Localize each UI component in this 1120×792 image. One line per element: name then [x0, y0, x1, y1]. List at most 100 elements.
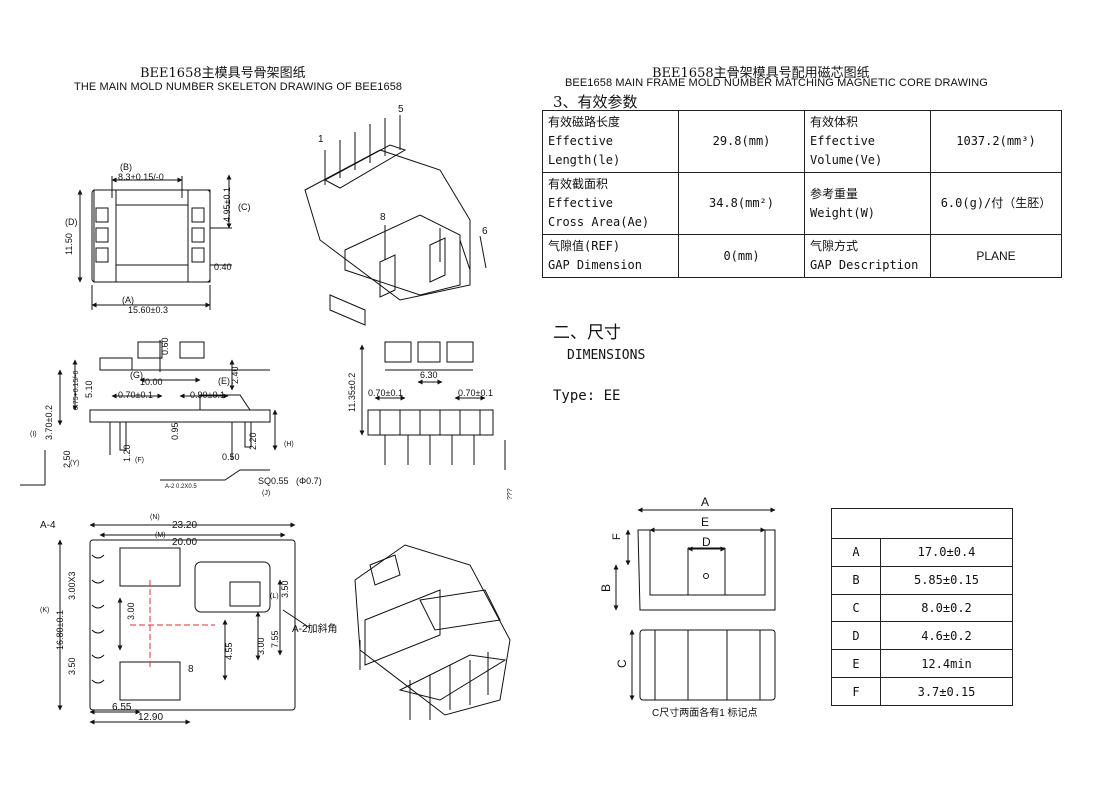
section-2-heading: 二、尺寸: [553, 323, 621, 343]
drawing-labels: (B) 8.3+0.15/-0 (D) 11.50 (C) 4.95±0.1 0…: [30, 104, 758, 723]
dim-label: (N): [150, 514, 160, 521]
dim-label: 10.00: [140, 377, 163, 387]
bobbin-front-view: [20, 340, 278, 486]
dim-label: (C): [238, 202, 251, 212]
dim-label: 2.40: [230, 366, 240, 384]
section-3-heading: 3、有效参数: [553, 93, 638, 111]
dim-label: (D): [65, 217, 78, 227]
dim-label: 0.90±0.1: [190, 390, 225, 400]
right-subtitle: BEE1658 MAIN FRAME MOLD NUMBER MATCHING …: [565, 77, 988, 89]
dim-label: 3.50: [280, 580, 290, 598]
dim-label: 11.50: [64, 233, 74, 255]
pin-label: 1: [318, 134, 324, 145]
bobbin-side-view: [359, 341, 506, 470]
left-title: BEE1658主模具号骨架图纸: [140, 66, 306, 81]
param-value: 1037.2(mm³): [930, 110, 1062, 173]
right-title: BEE1658主骨架模具号配用磁芯图纸: [652, 66, 870, 81]
dim-label: A-2加斜角: [292, 622, 338, 635]
dim-label: 0.70±0.1: [458, 388, 493, 398]
dim-label: 6.55: [112, 702, 132, 713]
dim-label: (H): [284, 441, 294, 448]
dim-label: 0.40: [214, 262, 232, 272]
dim-label: (E): [218, 376, 230, 386]
param-value: PLANE: [930, 234, 1062, 278]
param-value: 29.8(mm): [678, 110, 805, 173]
table-row: [831, 508, 1013, 539]
dim-label: A-4: [40, 520, 56, 531]
dim-label: F: [611, 533, 623, 540]
dim-label: (Y): [70, 460, 79, 467]
dim-label: (K): [40, 607, 49, 614]
dim-label: 16.80±0.1: [55, 610, 65, 650]
dim-label: 0.95: [170, 422, 180, 440]
dim-label: E: [701, 515, 709, 529]
dim-label: 0.60: [160, 337, 170, 355]
param-value: 0(mm): [678, 234, 805, 278]
core-note: C尺寸两面各有1 标记点: [652, 706, 758, 719]
bobbin-iso-bottom: [354, 544, 511, 720]
dim-label: 15.60±0.3: [128, 305, 168, 315]
bobbin-bottom-view: [57, 522, 311, 725]
left-subtitle: THE MAIN MOLD NUMBER SKELETON DRAWING OF…: [74, 81, 403, 93]
dim-label: 7.55: [270, 630, 280, 648]
core-side-view: [629, 629, 776, 701]
dim-label: 3.00: [256, 637, 266, 655]
dim-label: SQ0.55: [258, 476, 289, 486]
param-value: 6.0(g)/付（生胚）: [930, 172, 1062, 235]
dim-label: 0.75+0.15/-0: [73, 370, 80, 410]
pin-label: 8: [188, 664, 194, 675]
core-top-view: [613, 507, 776, 611]
dim-label: A: [701, 495, 709, 509]
dim-label: 12.90: [138, 712, 163, 723]
dim-label: (A): [122, 295, 134, 305]
pin-label: 5: [398, 104, 404, 115]
dim-label: (F): [135, 457, 144, 464]
dim-label: (G): [130, 370, 143, 380]
pin-label: 6: [482, 226, 488, 237]
dim-label: 3.00: [126, 602, 136, 620]
dim-label: 1.20: [122, 444, 132, 462]
dim-label: 3.70±0.2: [44, 405, 54, 440]
param-label: 气隙值(REF)GAP Dimension: [542, 234, 679, 278]
bobbin-top-view: [77, 174, 232, 310]
dim-label: ???: [507, 488, 514, 500]
dim-label: 3.50: [67, 657, 77, 675]
dim-label: 2.50: [62, 450, 72, 468]
dim-label: 3.00X3: [67, 571, 77, 600]
pin-label: 8: [380, 212, 386, 223]
param-value: 34.8(mm²): [678, 172, 805, 235]
dim-label: 5.10: [84, 380, 94, 398]
dim-label: 6.30: [420, 370, 438, 380]
dim-label: D: [702, 535, 711, 549]
dim-label: 8.3+0.15/-0: [118, 172, 164, 182]
dim-label: 11.35±0.2: [347, 373, 357, 412]
dim-label: 0.70±0.1: [368, 388, 403, 398]
dim-label: (B): [120, 162, 132, 172]
dim-label: 0.50: [222, 452, 240, 462]
dim-label: (Φ0.7): [296, 476, 322, 486]
dim-label: (M): [155, 532, 166, 539]
dim-label: (L): [270, 593, 279, 600]
dim-label: (I): [30, 431, 37, 438]
dim-label: 20.00: [172, 537, 197, 548]
dim-label: (J): [262, 490, 270, 497]
bobbin-iso-top: [304, 115, 487, 326]
dim-label: 23.20: [172, 520, 197, 531]
dimensions-label: DIMENSIONS: [567, 348, 646, 363]
dim-label: 4.95±0.1: [222, 187, 232, 222]
dim-label: 4.55: [224, 642, 234, 660]
